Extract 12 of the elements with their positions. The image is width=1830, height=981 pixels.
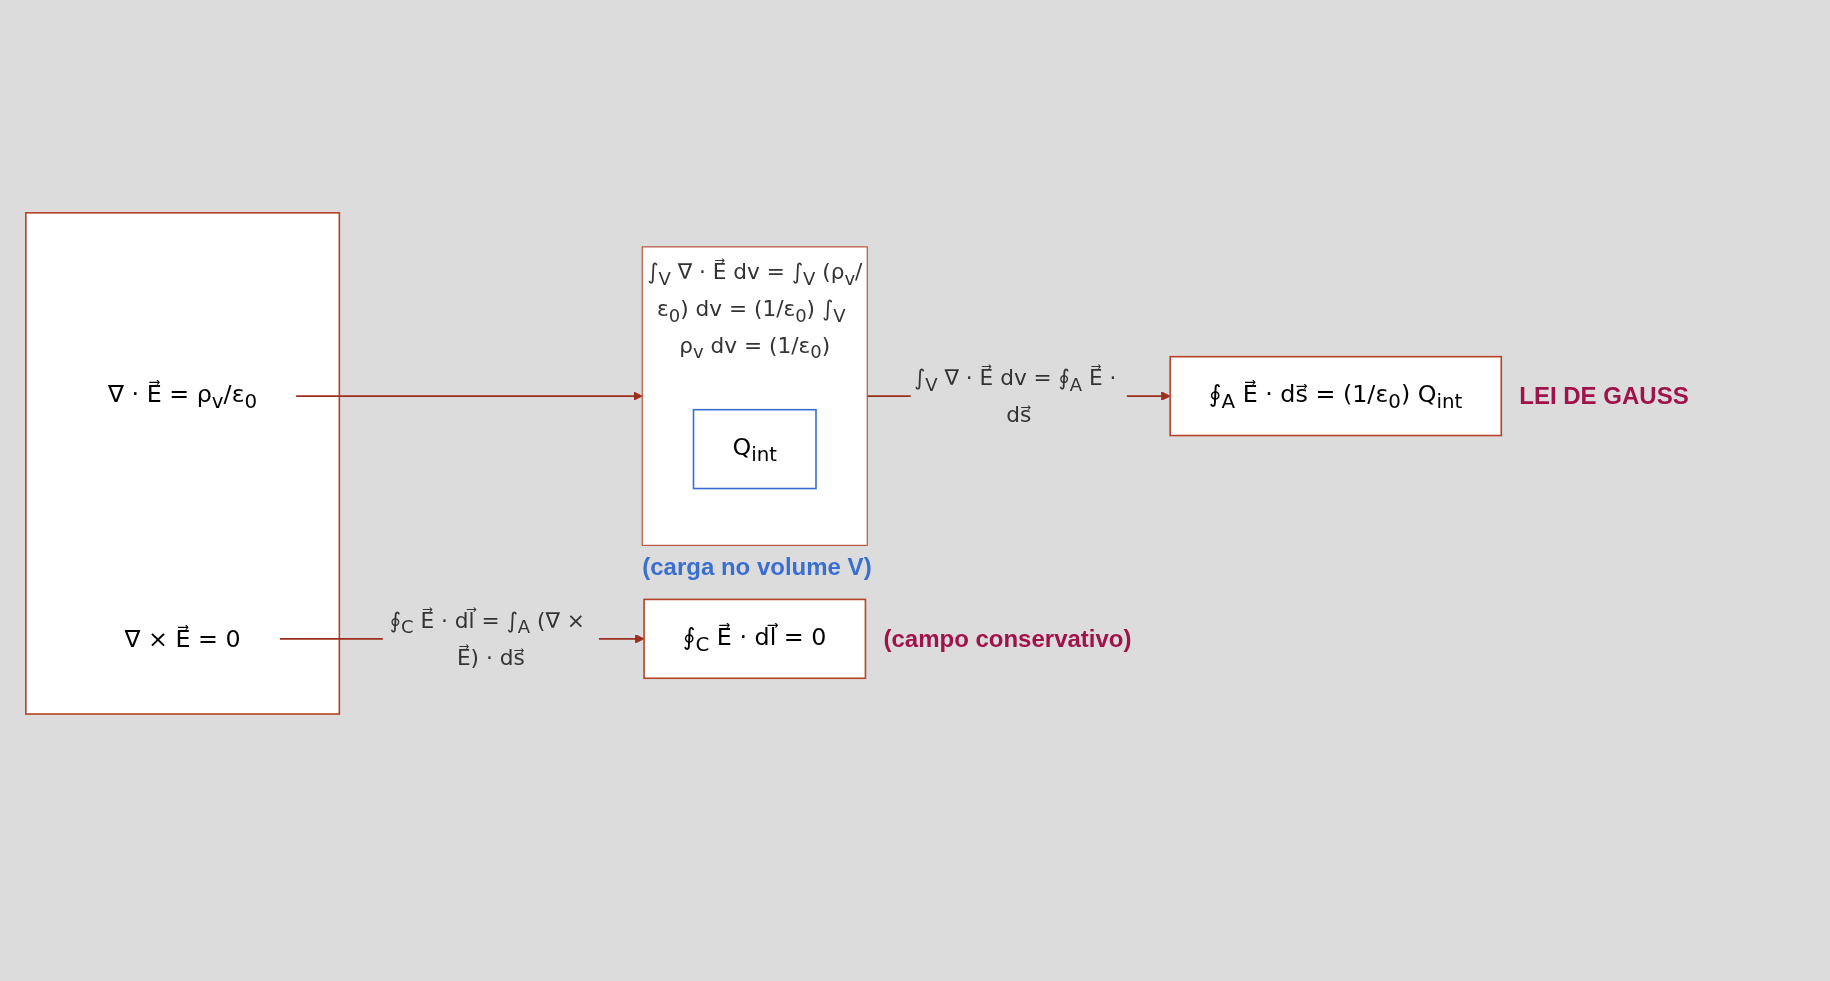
annotation-text: (campo conservativo)	[883, 624, 1132, 653]
node-text: ∇ × E⃗ = 0	[124, 625, 241, 653]
arrow	[295, 391, 643, 401]
annotation-text: LEI DE GAUSS	[1519, 382, 1689, 411]
node-text: ∇ · E⃗ = ρ$_{v}$/ε$_{0}$	[108, 380, 258, 413]
edge-label: ∫$_{V}$ ∇ · E⃗ dv = ∮$_{A}$ E⃗ · ds⃗	[914, 364, 1117, 428]
node-box: Q$_{int}$	[692, 408, 817, 490]
cluster	[25, 212, 341, 715]
node-box: ∮$_{A}$ E⃗ · ds⃗ = (1/ε$_{0}$) Q$_{int}$	[1169, 355, 1503, 437]
node-box: ∮$_{C}$ E⃗ · dl⃗ = 0	[643, 598, 867, 680]
annotation-text: (carga no volume V)	[642, 553, 872, 582]
edge-label: ∮$_{C}$ E⃗ · dl⃗ = ∫$_{A}$ (∇ × E⃗) · ds⃗	[389, 607, 585, 671]
